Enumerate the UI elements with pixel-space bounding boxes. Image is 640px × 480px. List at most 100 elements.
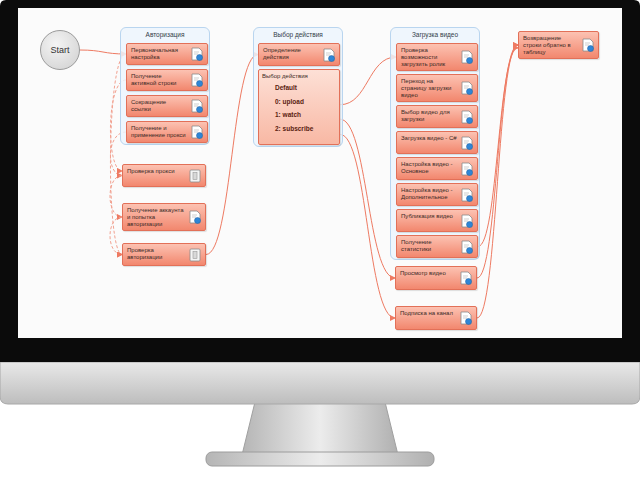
document-lines bbox=[326, 53, 331, 55]
document-icon bbox=[581, 38, 595, 52]
connector bbox=[110, 217, 122, 255]
document-lines bbox=[464, 167, 469, 169]
node-text: Проверка прокси bbox=[127, 168, 185, 175]
process-box: Переход на страницу загрузки видео bbox=[396, 74, 478, 102]
node-text: Публикация видео bbox=[401, 213, 457, 220]
node-text: Получение статистики bbox=[401, 239, 457, 253]
document-sheet bbox=[461, 272, 471, 284]
document-icon bbox=[460, 110, 474, 124]
connector bbox=[206, 55, 258, 255]
group-box: АвторизацияПервоначальная настройкаПолуч… bbox=[120, 27, 210, 145]
check-icon bbox=[188, 169, 202, 183]
document-lines bbox=[194, 104, 199, 106]
blue-badge bbox=[197, 107, 203, 113]
check-icon bbox=[188, 248, 202, 262]
process-box: Получение аккаунта и попытка авторизации bbox=[122, 203, 206, 231]
case-label: 0: upload bbox=[259, 98, 339, 106]
document-icon bbox=[460, 50, 474, 64]
case-label: Default bbox=[259, 84, 339, 92]
check-frame bbox=[190, 249, 200, 261]
document-sheet bbox=[192, 74, 202, 86]
connector bbox=[477, 45, 518, 318]
blue-badge bbox=[588, 46, 594, 52]
node-text: Настройка видео - Дополнительное bbox=[401, 187, 457, 201]
node-text: Просмотр видео bbox=[400, 270, 456, 277]
process-box: Публикация видео bbox=[396, 209, 478, 232]
process-box: Возвращение строки обратно в таблицу bbox=[518, 31, 599, 59]
node-text: Получение и применение прокси bbox=[131, 125, 187, 139]
document-icon bbox=[190, 47, 204, 61]
process-box: Загрузка видео - C# bbox=[396, 131, 478, 154]
switch-heading: Выбор действия bbox=[262, 73, 336, 80]
process-box: Определение действия bbox=[258, 43, 340, 66]
process-box: Получение статистики bbox=[396, 235, 478, 258]
case-label: 1: watch bbox=[259, 111, 339, 119]
document-lines bbox=[463, 276, 468, 278]
document-sheet bbox=[462, 241, 472, 253]
document-icon bbox=[188, 210, 202, 224]
group-heading: Загрузка видео bbox=[391, 28, 479, 39]
blue-badge bbox=[197, 55, 203, 61]
process-box: Подписка на канал bbox=[395, 306, 477, 330]
blue-badge bbox=[467, 195, 473, 201]
blue-badge bbox=[197, 81, 203, 87]
document-sheet bbox=[462, 51, 472, 63]
document-sheet bbox=[190, 211, 200, 223]
connector bbox=[340, 134, 395, 318]
node-text: Настройка видео - Основное bbox=[401, 161, 457, 175]
blue-badge bbox=[467, 247, 473, 253]
document-icon bbox=[460, 136, 474, 150]
process-box: Сокращение ссылки bbox=[126, 95, 208, 117]
process-box: Проверка авторизации bbox=[122, 243, 206, 266]
blue-badge bbox=[467, 58, 473, 64]
group-heading: Выбор действия bbox=[254, 28, 342, 39]
group-box: Загрузка видеоПроверка возможности загру… bbox=[390, 27, 480, 260]
node-text: Проверка возможности загрузить ролик bbox=[401, 47, 457, 68]
document-sheet bbox=[462, 189, 472, 201]
document-icon bbox=[460, 214, 474, 228]
document-sheet bbox=[192, 126, 202, 138]
group-heading: Авторизация bbox=[121, 28, 209, 39]
document-lines bbox=[464, 245, 469, 247]
process-box: Проверка возможности загрузить ролик bbox=[396, 43, 478, 71]
blue-badge bbox=[197, 133, 203, 139]
document-icon bbox=[459, 311, 473, 325]
blue-badge bbox=[467, 169, 473, 175]
node-text: Определение действия bbox=[263, 47, 319, 61]
document-sheet bbox=[192, 100, 202, 112]
document-icon bbox=[190, 99, 204, 113]
node-text: Загрузка видео - C# bbox=[401, 135, 457, 142]
connector bbox=[340, 57, 396, 105]
document-icon bbox=[460, 81, 474, 95]
check-frame bbox=[190, 170, 200, 182]
process-box: Выбор видео для загрузки bbox=[396, 105, 478, 128]
document-lines bbox=[192, 215, 197, 217]
node-text: Получение аккаунта и попытка авторизации bbox=[127, 207, 185, 228]
start-circle: Start bbox=[40, 30, 80, 70]
document-sheet bbox=[462, 137, 472, 149]
document-lines bbox=[194, 130, 199, 132]
start-label: Start bbox=[50, 45, 69, 56]
document-sheet bbox=[461, 312, 471, 324]
document-sheet bbox=[462, 82, 472, 94]
document-sheet bbox=[583, 39, 593, 51]
document-lines bbox=[585, 43, 590, 45]
node-text: Выбор видео для загрузки bbox=[401, 109, 457, 123]
connector bbox=[477, 45, 518, 278]
node-text: Возвращение строки обратно в таблицу bbox=[523, 35, 578, 56]
document-icon bbox=[460, 240, 474, 254]
process-box: Проверка прокси bbox=[122, 164, 206, 187]
process-box: Получение и применение прокси bbox=[126, 121, 208, 143]
document-lines bbox=[464, 55, 469, 57]
case-label: 2: subscribe bbox=[259, 125, 339, 133]
document-icon bbox=[190, 73, 204, 87]
blue-badge bbox=[466, 279, 472, 285]
process-box: Выбор действияDefault 0: upload 1: watch 2:… bbox=[258, 69, 340, 145]
document-icon bbox=[190, 125, 204, 139]
node-text: Сокращение ссылки bbox=[131, 99, 187, 113]
process-box: Настройка видео - Основное bbox=[396, 157, 478, 180]
connector bbox=[340, 119, 395, 278]
document-sheet bbox=[192, 48, 202, 60]
process-box: Настройка видео - Дополнительное bbox=[396, 183, 478, 206]
